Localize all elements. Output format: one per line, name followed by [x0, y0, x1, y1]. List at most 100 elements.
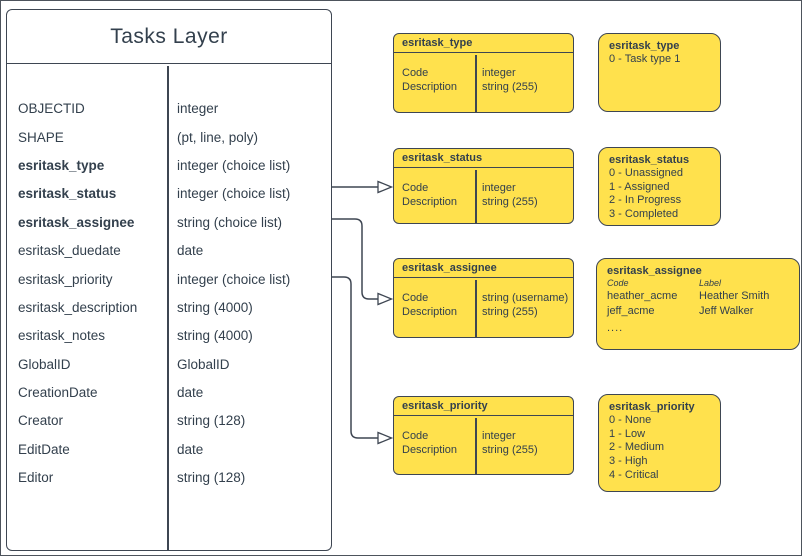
value-list-title: esritask_priority — [609, 401, 695, 413]
field-type: string (4000) — [177, 299, 253, 315]
domain-table-title: esritask_priority — [394, 397, 573, 416]
field-name: esritask_type — [18, 157, 105, 173]
field-name: Creator — [18, 413, 64, 429]
value-list-title: esritask_assignee — [607, 265, 702, 277]
domain-column-divider — [475, 279, 477, 337]
value-list-title: esritask_status — [609, 154, 690, 166]
value-pair-row: heather_acme Heather Smith — [607, 289, 789, 304]
field-name: esritask_description — [18, 299, 138, 315]
value-list-esritask-priority: esritask_priority 0 - None 1 - Low 2 - M… — [598, 394, 721, 492]
pair-code: heather_acme — [607, 290, 678, 302]
field-type: GlobalID — [177, 356, 230, 372]
domain-field-label: Code — [402, 429, 429, 442]
tasks-layer-fields: OBJECTID integer SHAPE (pt, line, poly) es… — [7, 65, 331, 550]
domain-field-type: string (255) — [482, 305, 538, 318]
field-type: integer (choice list) — [177, 157, 291, 173]
domain-field-label: Code — [402, 291, 429, 304]
arrowhead-status — [377, 180, 394, 194]
field-row-esritask-priority: esritask_priority integer (choice list) — [7, 265, 331, 293]
domain-field-type: integer — [482, 66, 516, 79]
value-list-item: 4 - Critical — [609, 468, 659, 481]
value-list-esritask-assignee: esritask_assignee Code Label heather_acm… — [596, 258, 800, 350]
column-header-label: Label — [699, 278, 722, 288]
domain-field-label: Description — [402, 80, 458, 93]
field-row-creationdate: CreationDate date — [7, 378, 331, 406]
value-list-item: 0 - Task type 1 — [609, 53, 681, 65]
domain-field-label: Description — [402, 305, 458, 318]
pair-code: jeff_acme — [607, 305, 655, 317]
field-name: OBJECTID — [18, 101, 85, 117]
field-type: date — [177, 385, 204, 401]
field-name: esritask_notes — [18, 328, 106, 344]
value-list-item: 1 - Low — [609, 427, 646, 440]
domain-field-type: string (255) — [482, 80, 538, 93]
field-name: SHAPE — [18, 129, 64, 145]
domain-column-divider — [475, 417, 477, 474]
value-list-item: 0 - Unassigned — [609, 167, 683, 179]
value-pair-row: jeff_acme Jeff Walker — [607, 304, 789, 319]
domain-field-label: Code — [402, 181, 429, 194]
field-type: string (128) — [177, 413, 246, 429]
value-list-title: esritask_type — [609, 40, 680, 52]
field-row-creator: Creator string (128) — [7, 407, 331, 435]
value-list-ellipsis: .... — [607, 322, 624, 334]
domain-field-label: Description — [402, 195, 458, 208]
tasks-layer-title: Tasks Layer — [7, 10, 331, 64]
tasks-layer-table: Tasks Layer OBJECTID integer SHAPE (pt, li… — [6, 9, 332, 551]
domain-column-divider — [475, 54, 477, 112]
field-type: (pt, line, poly) — [177, 129, 259, 145]
domain-column-divider — [475, 169, 477, 223]
domain-field-type: integer — [482, 181, 516, 194]
arrowhead-assignee — [377, 292, 394, 306]
domain-table-title: esritask_type — [394, 34, 573, 53]
domain-field-label: Code — [402, 66, 429, 79]
field-row-shape: SHAPE (pt, line, poly) — [7, 123, 331, 151]
field-name: Editor — [18, 470, 54, 486]
domain-table-title: esritask_status — [394, 149, 573, 168]
field-row-esritask-type: esritask_type integer (choice list) — [7, 151, 331, 179]
field-name: esritask_priority — [18, 271, 113, 287]
arrowhead-priority — [377, 431, 394, 445]
column-header-code: Code — [607, 278, 629, 288]
value-list-esritask-type: esritask_type 0 - Task type 1 — [598, 33, 721, 112]
value-list-item: 2 - Medium — [609, 441, 665, 454]
field-row-editor: Editor string (128) — [7, 464, 331, 492]
field-row-objectid: OBJECTID integer — [7, 95, 331, 123]
value-list-item: 3 - Completed — [609, 208, 679, 221]
field-type: integer (choice list) — [177, 271, 291, 287]
field-name: esritask_assignee — [18, 214, 135, 230]
field-type: string (4000) — [177, 328, 253, 344]
connector-assignee — [332, 218, 378, 300]
domain-field-type: string (username) — [482, 291, 569, 304]
field-name: CreationDate — [18, 385, 98, 401]
field-type: string (128) — [177, 470, 246, 486]
domain-field-type: integer — [482, 429, 516, 442]
domain-field-label: Description — [402, 443, 458, 456]
domain-field-type: string (255) — [482, 443, 538, 456]
field-type: date — [177, 243, 204, 259]
field-row-esritask-description: esritask_description string (4000) — [7, 293, 331, 321]
field-type: integer — [177, 101, 219, 117]
pair-label: Jeff Walker — [699, 305, 754, 317]
value-list-esritask-status: esritask_status 0 - Unassigned 1 - Assig… — [598, 147, 721, 226]
field-row-esritask-notes: esritask_notes string (4000) — [7, 322, 331, 350]
value-list-item: 1 - Assigned — [609, 180, 670, 193]
